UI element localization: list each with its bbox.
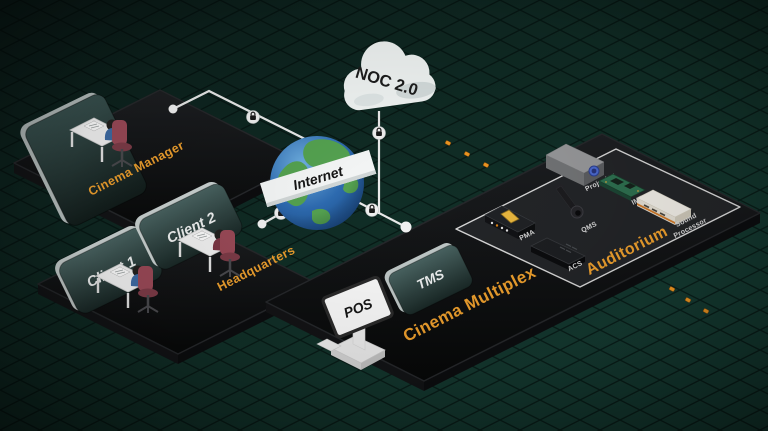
padlock-icon	[371, 125, 387, 141]
endpoint-dot	[257, 219, 267, 229]
padlock-icon	[245, 109, 261, 125]
padlock-icon	[364, 202, 380, 218]
endpoint-dot	[400, 221, 412, 233]
endpoint-dot	[168, 104, 178, 114]
